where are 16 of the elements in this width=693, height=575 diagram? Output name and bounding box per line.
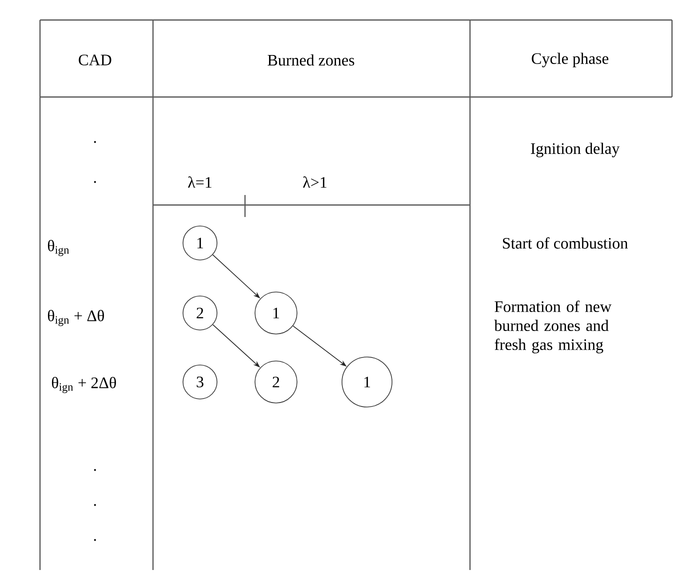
column-header: Burned zones — [268, 54, 354, 66]
ellipsis-dot: . — [94, 504, 96, 506]
lambda-label: λ>1 — [303, 176, 326, 188]
ellipsis-dot: . — [94, 539, 96, 541]
ellipsis-dot: . — [94, 181, 96, 183]
ellipsis-dot: . — [94, 141, 96, 143]
angle-label: θ$_{ign}$ + 2Δθ — [52, 376, 116, 394]
phase-label: Start of combustion — [502, 237, 628, 249]
column-header: CAD — [78, 54, 112, 66]
phase-label: Ignition delay — [530, 142, 620, 158]
angle-label: θ$_{ign}$ + Δθ — [48, 310, 104, 326]
ellipsis-dot: . — [94, 469, 96, 471]
column-header: Cycle phase — [532, 52, 608, 68]
angle-label: θ$_{ign}$ — [48, 240, 69, 256]
lambda-label: λ=1 — [188, 176, 212, 188]
phase-label: Formation of new burned zones and fresh gas mixing — [494, 300, 612, 354]
